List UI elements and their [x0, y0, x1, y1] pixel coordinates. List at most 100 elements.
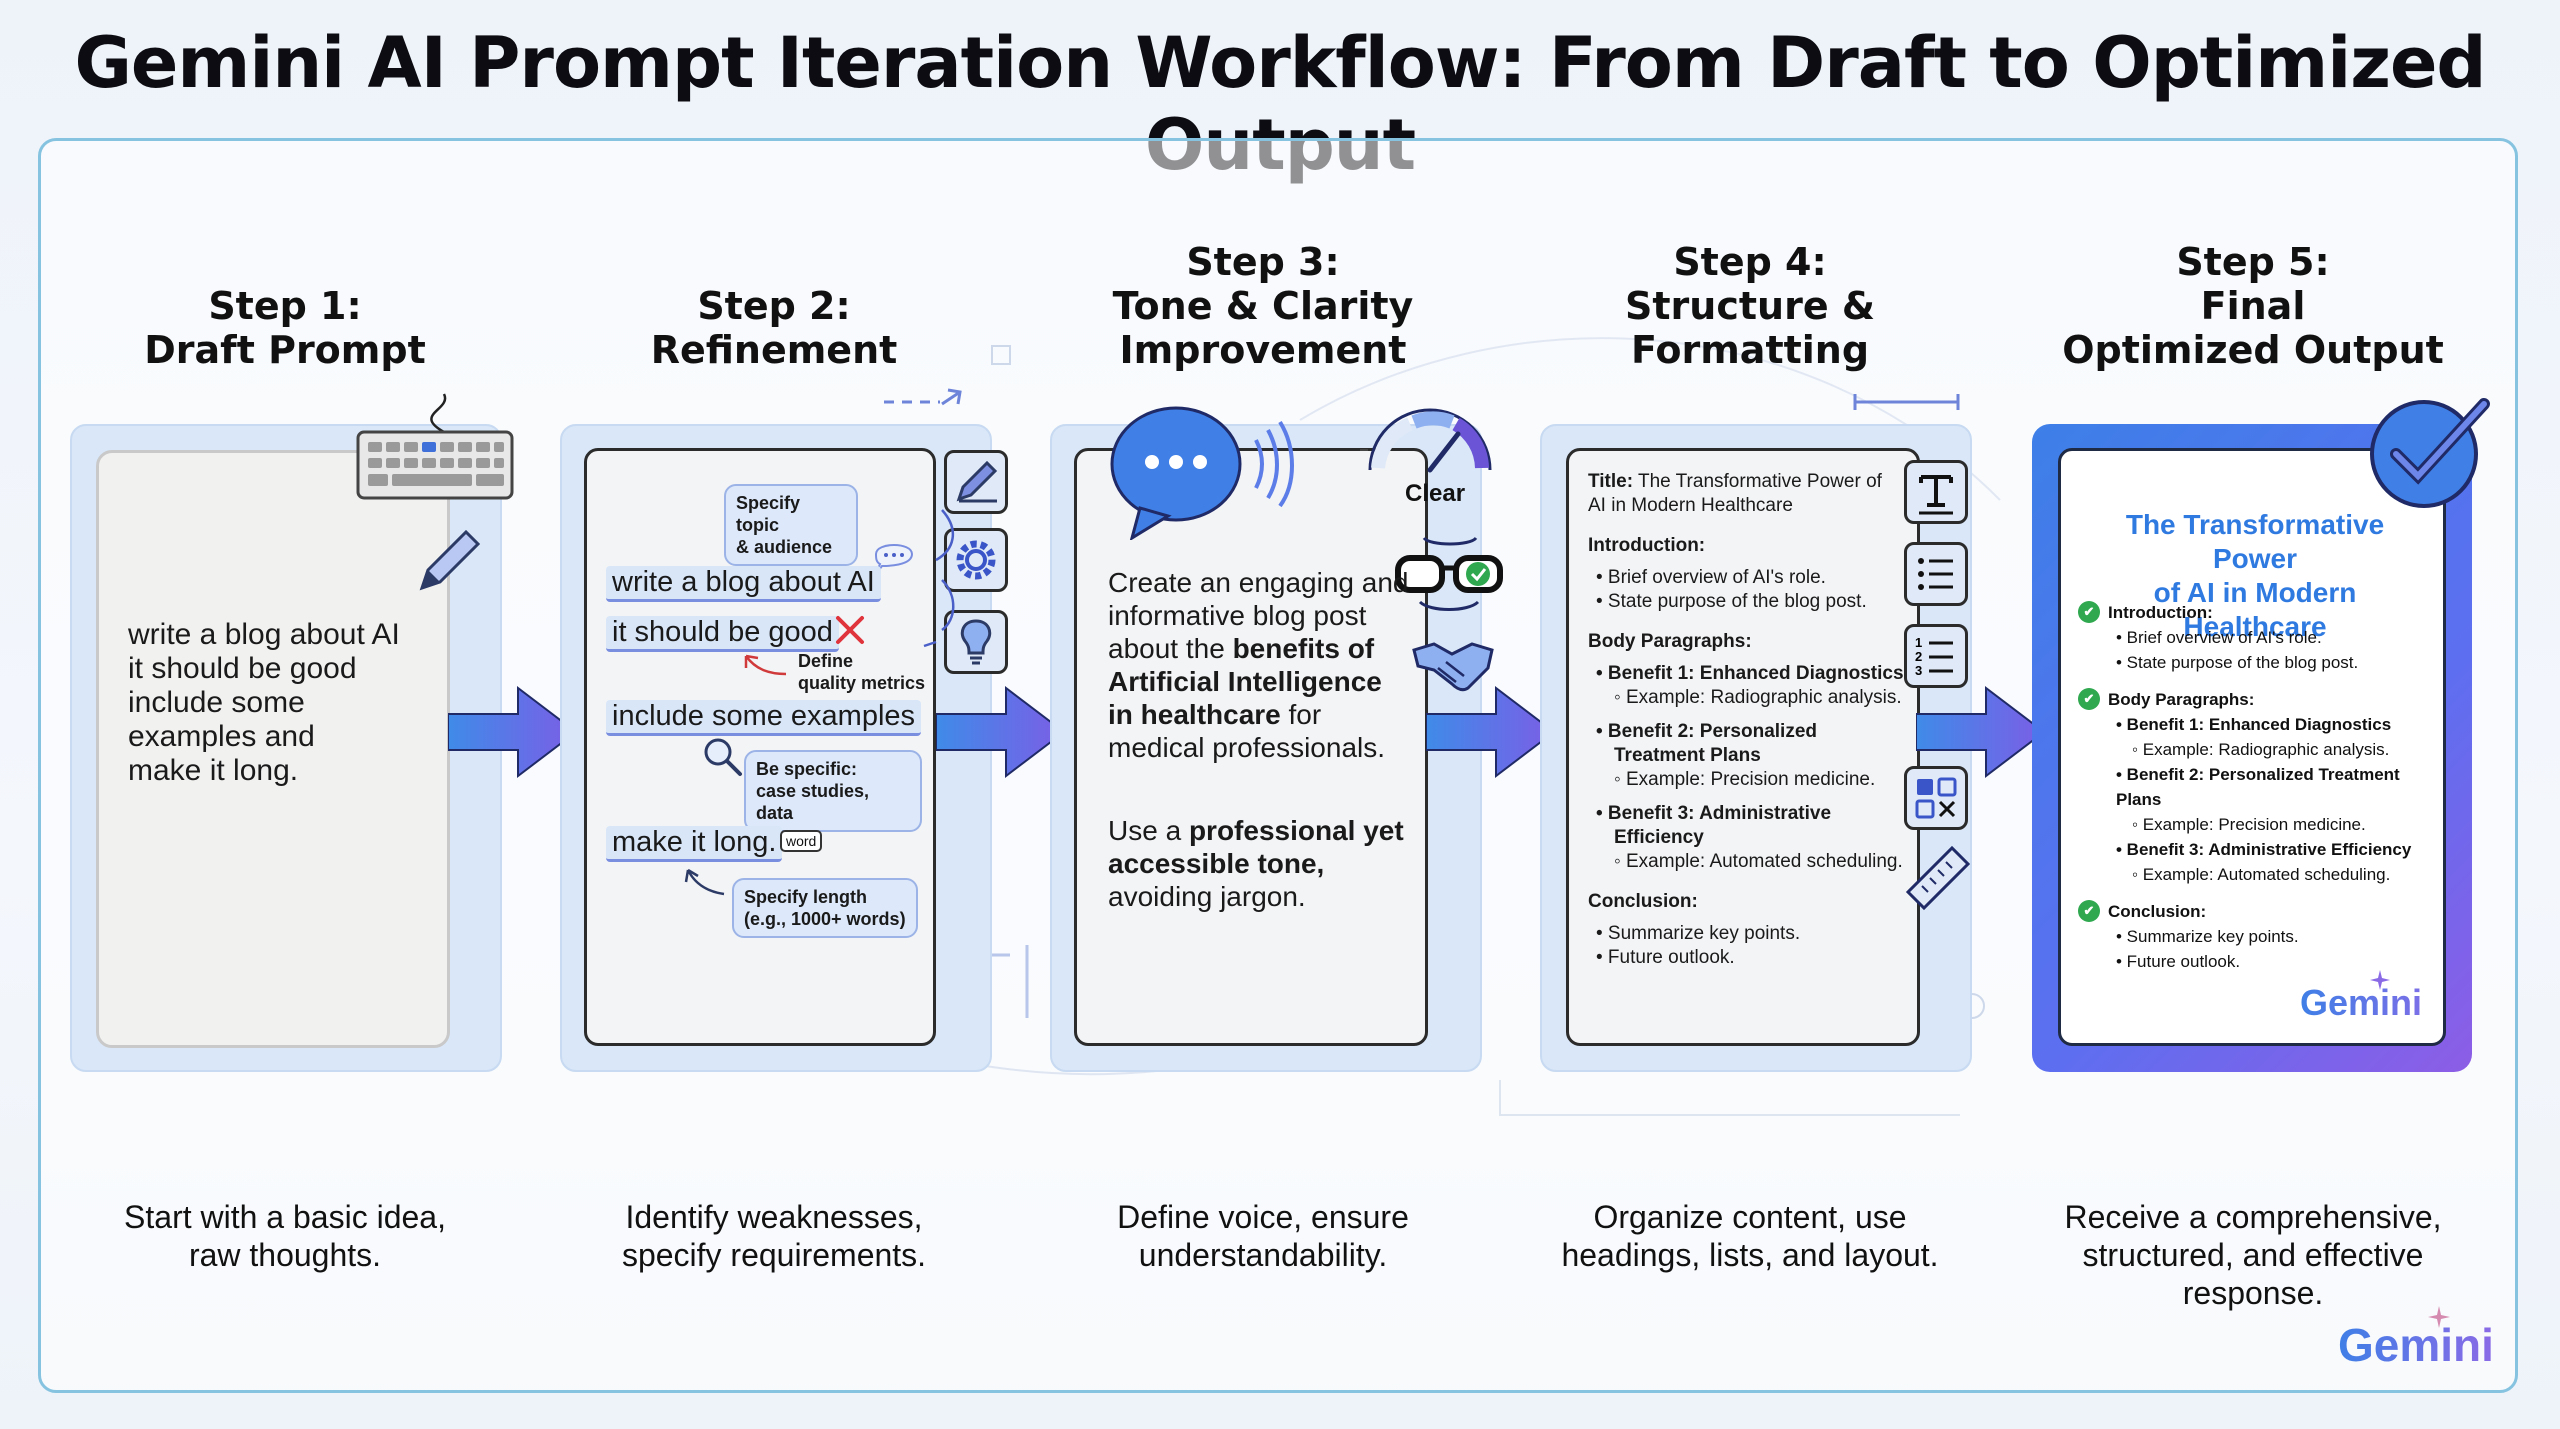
tone-p1-line-1: Create an engaging and	[1108, 567, 1409, 598]
step-5-name-line-1: Final	[2200, 284, 2306, 328]
be-specific-bubble: Be specific: case studies, data	[744, 750, 922, 832]
draft-line-2: it should be good	[128, 652, 357, 685]
layout-button[interactable]	[1904, 766, 1968, 830]
tone-p2-line-1-bold: professional yet	[1188, 815, 1404, 846]
tone-p1-line-2: informative blog post	[1108, 600, 1367, 631]
tone-paper	[1074, 448, 1428, 1046]
step-4-name-line-2: Formatting	[1630, 328, 1870, 372]
outline-benefit-3-cont: Efficiency	[1614, 827, 1704, 848]
step-3-name-line-1: Tone & Clarity	[1112, 284, 1414, 328]
lightbulb-icon	[960, 619, 992, 665]
outline-body-heading: Body Paragraphs:	[1588, 631, 1752, 652]
text-format-icon	[1919, 475, 1953, 515]
step-5-title: Step 5: Final Optimized Output	[2013, 240, 2493, 372]
idea-tool-button[interactable]	[944, 610, 1008, 674]
outline-conclusion-bullet-2: • Future outlook.	[1596, 947, 1735, 968]
final-benefit-2: • Benefit 2: Personalized Treatment Plan…	[2116, 765, 2400, 809]
step-3-caption-line-2: understandability.	[1138, 1237, 1388, 1273]
step-5-name-line-2: Optimized Output	[2062, 328, 2444, 372]
tone-p1-line-6: medical professionals.	[1108, 732, 1386, 763]
tone-p1-line-4: Artificial Intelligence	[1108, 666, 1382, 697]
step-5-caption-line-2: structured, and effective	[2082, 1237, 2424, 1273]
final-output-paper	[2058, 448, 2446, 1046]
tone-p2-line-1: Use a professional yet	[1108, 814, 1404, 847]
length-bubble-line-1: Specify length	[744, 887, 868, 907]
final-benefit-2-example: ◦ Example: Precision medicine.	[2132, 815, 2366, 834]
step-1-label: Step 1:	[208, 284, 362, 328]
outline-benefit-3-example: ◦ Example: Automated scheduling.	[1614, 851, 1903, 872]
outline-benefit-1-example: ◦ Example: Radiographic analysis.	[1614, 687, 1902, 708]
final-title-line-1: The Transformative Power	[2125, 509, 2385, 574]
tone-paragraph-1: Create an engaging and informative blog …	[1108, 566, 1408, 764]
step-2-title: Step 2: Refinement	[534, 284, 1014, 372]
step-1-caption: Start with a basic idea, raw thoughts.	[45, 1198, 525, 1274]
step-5-label: Step 5:	[2176, 240, 2330, 284]
refine-line-3: include some examples	[606, 700, 922, 736]
footer-gemini-logo: Gemini	[2338, 1319, 2494, 1371]
step-1-title: Step 1: Draft Prompt	[45, 284, 525, 372]
specific-bubble-line-2: case studies, data	[756, 781, 870, 823]
outline-title: Title: The Transformative Power of	[1588, 470, 1918, 494]
arrow-2	[936, 685, 1066, 779]
outline-benefit-2-cont: Treatment Plans	[1614, 745, 1761, 766]
outline-title-text-2: AI in Modern Healthcare	[1588, 495, 1793, 516]
edit-tool-button[interactable]	[944, 450, 1008, 514]
step-2-caption-line-1: Identify weaknesses,	[625, 1199, 923, 1235]
specify-topic-bubble: Specify topic & audience	[724, 484, 858, 566]
topic-bubble-line-1: Specify topic	[736, 493, 801, 535]
tone-p1-line-3: about the benefits of	[1108, 632, 1408, 665]
outline-intro-bullet-1: • Brief overview of AI's role.	[1596, 567, 1826, 588]
quality-metrics-note: Define quality metrics	[798, 650, 925, 694]
svg-text:3: 3	[1915, 663, 1922, 678]
final-benefit-1: • Benefit 1: Enhanced Diagnostics	[2116, 715, 2392, 734]
step-3-title: Step 3: Tone & Clarity Improvement	[1023, 240, 1503, 372]
step-1-caption-line-2: raw thoughts.	[188, 1237, 382, 1273]
arrow-1	[448, 685, 578, 779]
outline-conclusion-bullet-1: • Summarize key points.	[1596, 923, 1801, 944]
outline-conclusion-heading: Conclusion:	[1588, 891, 1698, 912]
quality-note-line-2: quality metrics	[798, 673, 926, 693]
tone-p1-line-5-bold: in healthcare	[1108, 699, 1281, 730]
step-4-name-line-1: Structure &	[1625, 284, 1875, 328]
outline-benefit-2: • Benefit 2: Personalized	[1596, 721, 1817, 742]
refine-line-1: write a blog about AI	[606, 566, 881, 602]
word-count-chip: word	[780, 830, 823, 852]
final-conclusion-bullet-1: • Summarize key points.	[2116, 927, 2299, 946]
final-body-heading: Body Paragraphs:	[2078, 687, 2438, 712]
final-intro-heading: Introduction:	[2078, 600, 2438, 625]
arrow-3	[1426, 685, 1556, 779]
step-1-caption-line-1: Start with a basic idea,	[124, 1199, 446, 1235]
step-2-caption-line-2: specify requirements.	[621, 1237, 927, 1273]
draft-line-5: make it long.	[128, 754, 299, 787]
outline-intro-bullet-2: • State purpose of the blog post.	[1596, 591, 1867, 612]
tone-p1-line-3-bold: benefits of	[1232, 633, 1375, 664]
step-3-label: Step 3:	[1186, 240, 1340, 284]
specific-bubble-line-1: Be specific:	[756, 759, 858, 779]
svg-text:1: 1	[1915, 635, 1922, 650]
gear-icon	[956, 540, 996, 580]
step-5-caption: Receive a comprehensive, structured, and…	[2013, 1198, 2493, 1312]
draft-line-3: include some	[128, 686, 305, 719]
text-format-button[interactable]	[1904, 460, 1968, 524]
topic-bubble-line-2: & audience	[736, 537, 833, 557]
outline-title-label: Title:	[1588, 471, 1634, 492]
step-4-caption-line-1: Organize content, use	[1593, 1199, 1907, 1235]
draft-line-1: write a blog about AI	[128, 618, 400, 651]
refine-line-2: it should be good	[606, 616, 839, 652]
tone-p1-line-3-plain: about the	[1108, 633, 1233, 664]
final-intro-bullet-1: • Brief overview of AI's role.	[2116, 628, 2322, 647]
length-bubble-line-2: (e.g., 1000+ words)	[744, 909, 906, 929]
step-4-title: Step 4: Structure & Formatting	[1510, 240, 1990, 372]
step-3-caption-line-1: Define voice, ensure	[1117, 1199, 1409, 1235]
tone-p1-line-5: in healthcare for	[1108, 698, 1408, 731]
quality-note-line-1: Define	[798, 651, 854, 671]
specify-length-bubble: Specify length (e.g., 1000+ words)	[732, 878, 918, 938]
clear-label: Clear	[1405, 480, 1466, 507]
arrow-4	[1916, 685, 2046, 779]
bullet-list-button[interactable]	[1904, 542, 1968, 606]
outline-benefit-1: • Benefit 1: Enhanced Diagnostics	[1596, 663, 1904, 684]
outline-benefit-3: • Benefit 3: Administrative	[1596, 803, 1832, 824]
step-4-caption-line-2: headings, lists, and layout.	[1561, 1237, 1939, 1273]
settings-tool-button[interactable]	[944, 528, 1008, 592]
